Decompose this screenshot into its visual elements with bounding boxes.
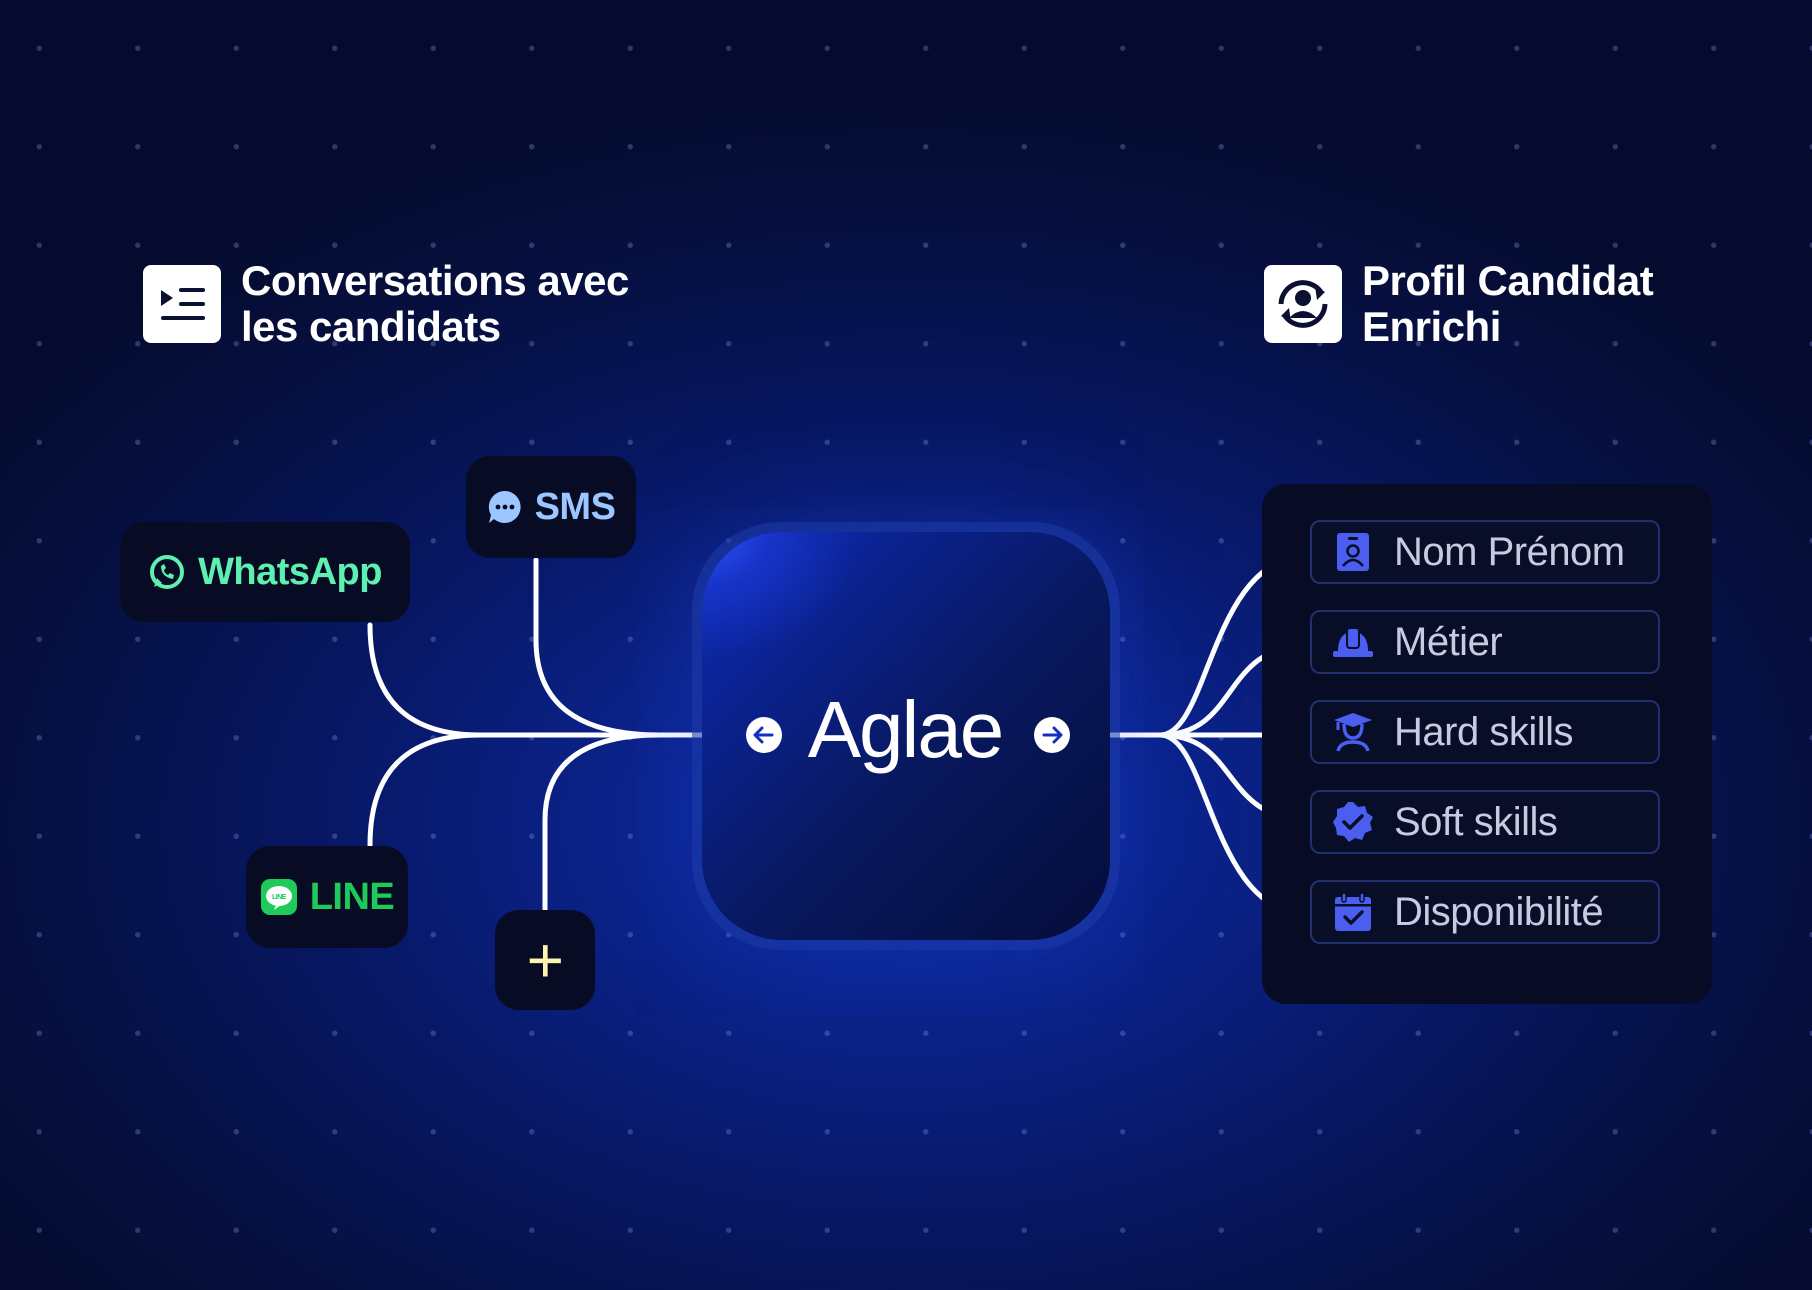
field-hard-skills: Hard skills — [1310, 700, 1660, 764]
left-section-title: Conversations avec les candidats — [241, 258, 661, 350]
arrow-left-icon — [746, 717, 782, 753]
field-disponibilite-label: Disponibilité — [1394, 889, 1604, 934]
channel-sms-label: SMS — [534, 485, 616, 528]
wire-whatsapp — [367, 622, 483, 738]
field-metier-label: Métier — [1394, 619, 1503, 664]
field-hard-skills-label: Hard skills — [1394, 709, 1573, 754]
channel-whatsapp-label: WhatsApp — [198, 550, 382, 593]
plus-icon: + — [526, 924, 564, 996]
field-nom-prenom: Nom Prénom — [1310, 520, 1660, 584]
wire-line — [367, 732, 483, 848]
wire-sms — [533, 557, 663, 738]
list-indent-icon — [143, 265, 221, 343]
field-soft-skills-label: Soft skills — [1394, 799, 1558, 844]
graduate-icon — [1332, 711, 1374, 753]
left-title-line2: les candidats — [241, 303, 501, 350]
field-disponibilite: Disponibilité — [1310, 880, 1660, 944]
chat-bubble-icon — [488, 490, 521, 523]
right-section-title: Profil Candidat Enrichi — [1362, 258, 1782, 350]
field-metier: Métier — [1310, 610, 1660, 674]
channel-line-label: LINE — [309, 875, 395, 918]
add-channel-button[interactable]: + — [495, 910, 595, 1010]
channel-sms[interactable]: SMS — [466, 456, 636, 558]
left-title-line1: Conversations avec — [241, 257, 629, 304]
calendar-check-icon — [1332, 891, 1374, 933]
verified-badge-icon — [1332, 801, 1374, 843]
field-nom-prenom-label: Nom Prénom — [1394, 529, 1625, 574]
right-section-header: Profil Candidat Enrichi — [1264, 258, 1782, 350]
id-badge-icon — [1332, 531, 1374, 573]
arrow-right-icon — [1034, 717, 1070, 753]
core-label: Aglae — [807, 685, 1005, 774]
wire-plus — [542, 732, 663, 913]
field-soft-skills: Soft skills — [1310, 790, 1660, 854]
channel-line[interactable]: LINE LINE — [246, 846, 408, 948]
whatsapp-icon — [150, 555, 185, 589]
line-icon: LINE — [260, 879, 297, 915]
right-title-line2: Enrichi — [1362, 303, 1501, 350]
channel-whatsapp[interactable]: WhatsApp — [120, 522, 410, 622]
svg-text:LINE: LINE — [272, 894, 287, 901]
profile-refresh-icon — [1264, 265, 1342, 343]
right-title-line1: Profil Candidat — [1362, 257, 1654, 304]
left-section-header: Conversations avec les candidats — [143, 258, 661, 350]
hard-hat-icon — [1332, 621, 1374, 663]
